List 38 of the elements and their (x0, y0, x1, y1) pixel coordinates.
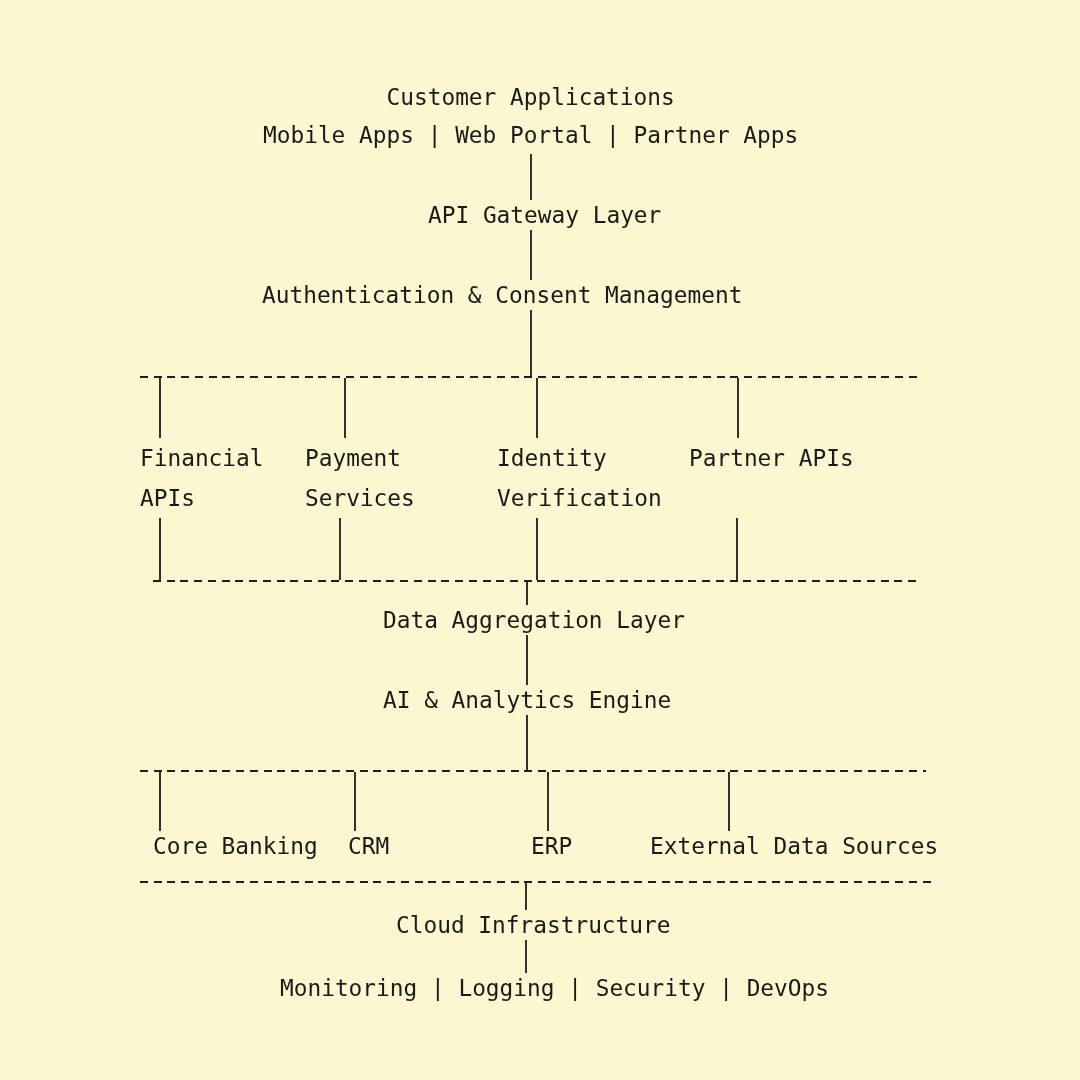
connector-line (339, 517, 341, 581)
connector-line (530, 309, 532, 377)
connector-line (354, 771, 356, 832)
connector-line (526, 634, 528, 686)
connector-line (736, 517, 738, 581)
connector-line (159, 517, 161, 581)
connector-line (526, 714, 528, 771)
layer-heading: Customer Applications (386, 83, 675, 112)
layer-label: Data Aggregation Layer (383, 606, 685, 635)
connector-line (536, 517, 538, 581)
connector-line (526, 581, 528, 606)
connector-line (159, 771, 161, 832)
connector-line (536, 377, 538, 439)
connector-line (547, 771, 549, 832)
service-label: Identity Verification (497, 444, 663, 513)
connector-line (530, 153, 532, 201)
system-label: CRM (348, 832, 390, 861)
layer-components: Mobile Apps | Web Portal | Partner Apps (263, 121, 799, 150)
dashed-divider-line (140, 881, 934, 883)
layer-label: AI & Analytics Engine (383, 686, 672, 715)
system-label: External Data Sources (650, 832, 939, 861)
connector-line (344, 377, 346, 439)
dashed-divider-line (140, 770, 926, 772)
service-label: Payment Services (305, 444, 416, 513)
connector-line (530, 229, 532, 281)
layer-label: API Gateway Layer (428, 201, 662, 230)
connector-line (737, 377, 739, 439)
system-label: Core Banking (153, 832, 318, 861)
layer-label: Authentication & Consent Management (262, 281, 743, 310)
connector-line (728, 771, 730, 832)
system-label: ERP (531, 832, 573, 861)
service-label: Partner APIs (689, 444, 855, 473)
service-label: Financial APIs (140, 444, 265, 513)
connector-line (159, 377, 161, 439)
connector-line (525, 882, 527, 911)
connector-line (525, 939, 527, 974)
layer-label: Cloud Infrastructure (396, 911, 671, 940)
component-list: Monitoring | Logging | Security | DevOps (280, 973, 829, 1003)
